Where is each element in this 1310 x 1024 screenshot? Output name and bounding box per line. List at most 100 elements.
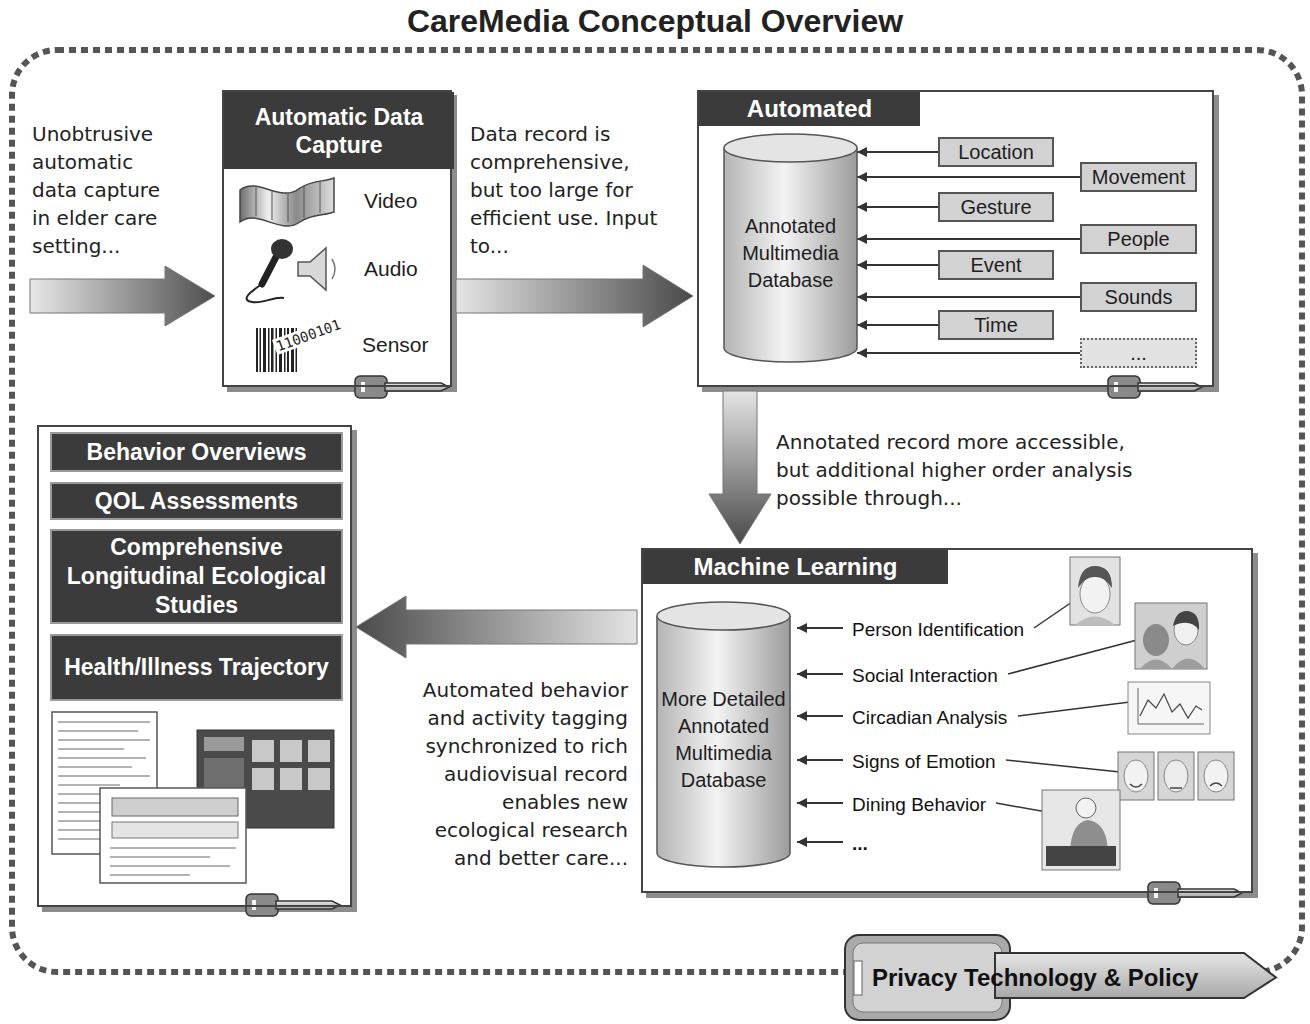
outcome-box: QOL Assessments: [50, 482, 343, 520]
social-photo: [1135, 603, 1207, 669]
social-photo: [1135, 603, 1207, 669]
annotation-arrow: [857, 324, 938, 326]
portrait-photo: [1075, 617, 1115, 626]
annotation-label: Event: [970, 254, 1021, 277]
report-documents: [280, 768, 302, 790]
analysis-label: Dining Behavior: [852, 794, 986, 816]
annotation-box: ...: [1080, 338, 1197, 368]
report-documents: [110, 848, 236, 875]
label-arrow: [797, 628, 843, 842]
social-photo: [1143, 624, 1169, 656]
cylinder-body: [657, 616, 790, 867]
key-icon: [246, 376, 1242, 916]
media-label: Audio: [364, 256, 418, 282]
circadian-chart: [1138, 724, 1204, 725]
machine-learning-panel: Machine LearningPerson IdentificationSoc…: [641, 548, 1253, 893]
key-icon: [1108, 376, 1202, 398]
panel-shadow: [697, 90, 1214, 387]
dining-photo: [1076, 798, 1096, 818]
barcode-icon: [263, 328, 266, 372]
emotion-photos: [1158, 752, 1194, 800]
barcode-icon: [271, 328, 274, 372]
report-documents: [252, 768, 274, 790]
emotion-photos: [1164, 760, 1188, 792]
analysis-label: Signs of Emotion: [852, 751, 996, 773]
privacy-key: Privacy Technology & Policy: [845, 935, 1278, 1020]
analysis-label: Person Identification: [852, 619, 1024, 641]
outcome-box: Health/Illness Trajectory: [50, 634, 343, 701]
annotation-label: Gesture: [960, 196, 1031, 219]
report-documents: [100, 788, 246, 883]
report-documents: [112, 798, 238, 816]
circadian-chart: [1128, 682, 1210, 734]
circadian-chart: [1128, 682, 1210, 734]
microphone-icon: [247, 239, 293, 302]
dining-photo: [1042, 790, 1120, 870]
input-arrow: [30, 266, 215, 326]
note-text: Annotated record more accessible, but ad…: [776, 428, 1156, 512]
diagram-title: CareMedia Conceptual Overview: [0, 3, 1310, 40]
report-documents: [52, 712, 334, 883]
note-text: Data record is comprehensive, but too la…: [470, 120, 665, 260]
database-cylinder: Annotated Multimedia Database: [724, 134, 857, 362]
outcomes-panel: Behavior OverviewsQOL AssessmentsCompreh…: [37, 425, 352, 907]
report-documents: [308, 768, 330, 790]
report-documents: [308, 740, 330, 762]
key-icon: [246, 894, 340, 916]
annotation-arrow: [857, 206, 938, 208]
filmstrip-icon: [240, 178, 334, 226]
cylinder-top: [724, 134, 857, 162]
annotation-arrow: [857, 238, 1080, 240]
portrait-photo: [1070, 557, 1120, 625]
annotation-box: Time: [938, 310, 1054, 340]
analysis-label: Circadian Analysis: [852, 707, 1007, 729]
annotation-label: Sounds: [1105, 286, 1173, 309]
key-icon: [1148, 882, 1242, 904]
report-documents: [252, 740, 274, 762]
label-arrow: [797, 673, 843, 675]
leader-line: [1034, 602, 1072, 628]
barcode-icon: [260, 328, 262, 372]
database-label: Annotated Multimedia Database: [727, 203, 854, 294]
label-arrow: [797, 759, 843, 761]
media-label: Sensor: [362, 332, 429, 358]
annotation-box: Movement: [1080, 162, 1197, 192]
social-photo: [1173, 611, 1199, 630]
barcode-icon: [256, 328, 258, 372]
annotation-label: People: [1107, 228, 1169, 251]
barcode-icon: [268, 328, 270, 372]
filmstrip-icon: [240, 178, 334, 226]
label-arrow: [797, 802, 843, 804]
annotation-box: People: [1080, 224, 1197, 254]
outcome-label: Comprehensive Longitudinal Ecological St…: [58, 533, 335, 620]
database-label: More Detailed Annotated Multimedia Datab…: [660, 676, 787, 794]
outcome-label: QOL Assessments: [95, 487, 298, 516]
annotation-label: Time: [974, 314, 1018, 337]
analysis-label: Social Interaction: [852, 665, 998, 687]
note-text: Automated behavior and activity tagging …: [398, 676, 628, 872]
dining-photo: [1070, 820, 1108, 850]
label-arrow: [797, 715, 843, 717]
microphone-icon: [271, 239, 293, 259]
circadian-chart: [1138, 688, 1139, 724]
microphone-icon: [262, 257, 276, 284]
label-arrow: [797, 841, 843, 843]
emotion-photos: [1198, 752, 1234, 800]
leader-line: [1018, 702, 1130, 716]
dining-photo: [1042, 790, 1120, 870]
label-arrow: [797, 627, 843, 629]
cylinder-top: [657, 602, 790, 630]
automated-panel: AutomatedAnnotated Multimedia DatabaseLo…: [697, 90, 1214, 387]
capture-panel: Automatic Data CaptureVideoAudioSensor: [222, 90, 452, 387]
speaker-icon: [332, 259, 335, 279]
note-text: Unobtrusive automatic data capture in el…: [32, 120, 182, 260]
panel-shadow: [641, 548, 1253, 893]
report-documents: [204, 737, 244, 751]
flow-arrow: [456, 265, 693, 327]
leader-line: [1008, 640, 1137, 674]
annotation-label: Movement: [1092, 166, 1185, 189]
emotion-photos: [1118, 752, 1154, 800]
social-photo: [1140, 659, 1205, 670]
annotation-box: Sounds: [1080, 282, 1197, 312]
